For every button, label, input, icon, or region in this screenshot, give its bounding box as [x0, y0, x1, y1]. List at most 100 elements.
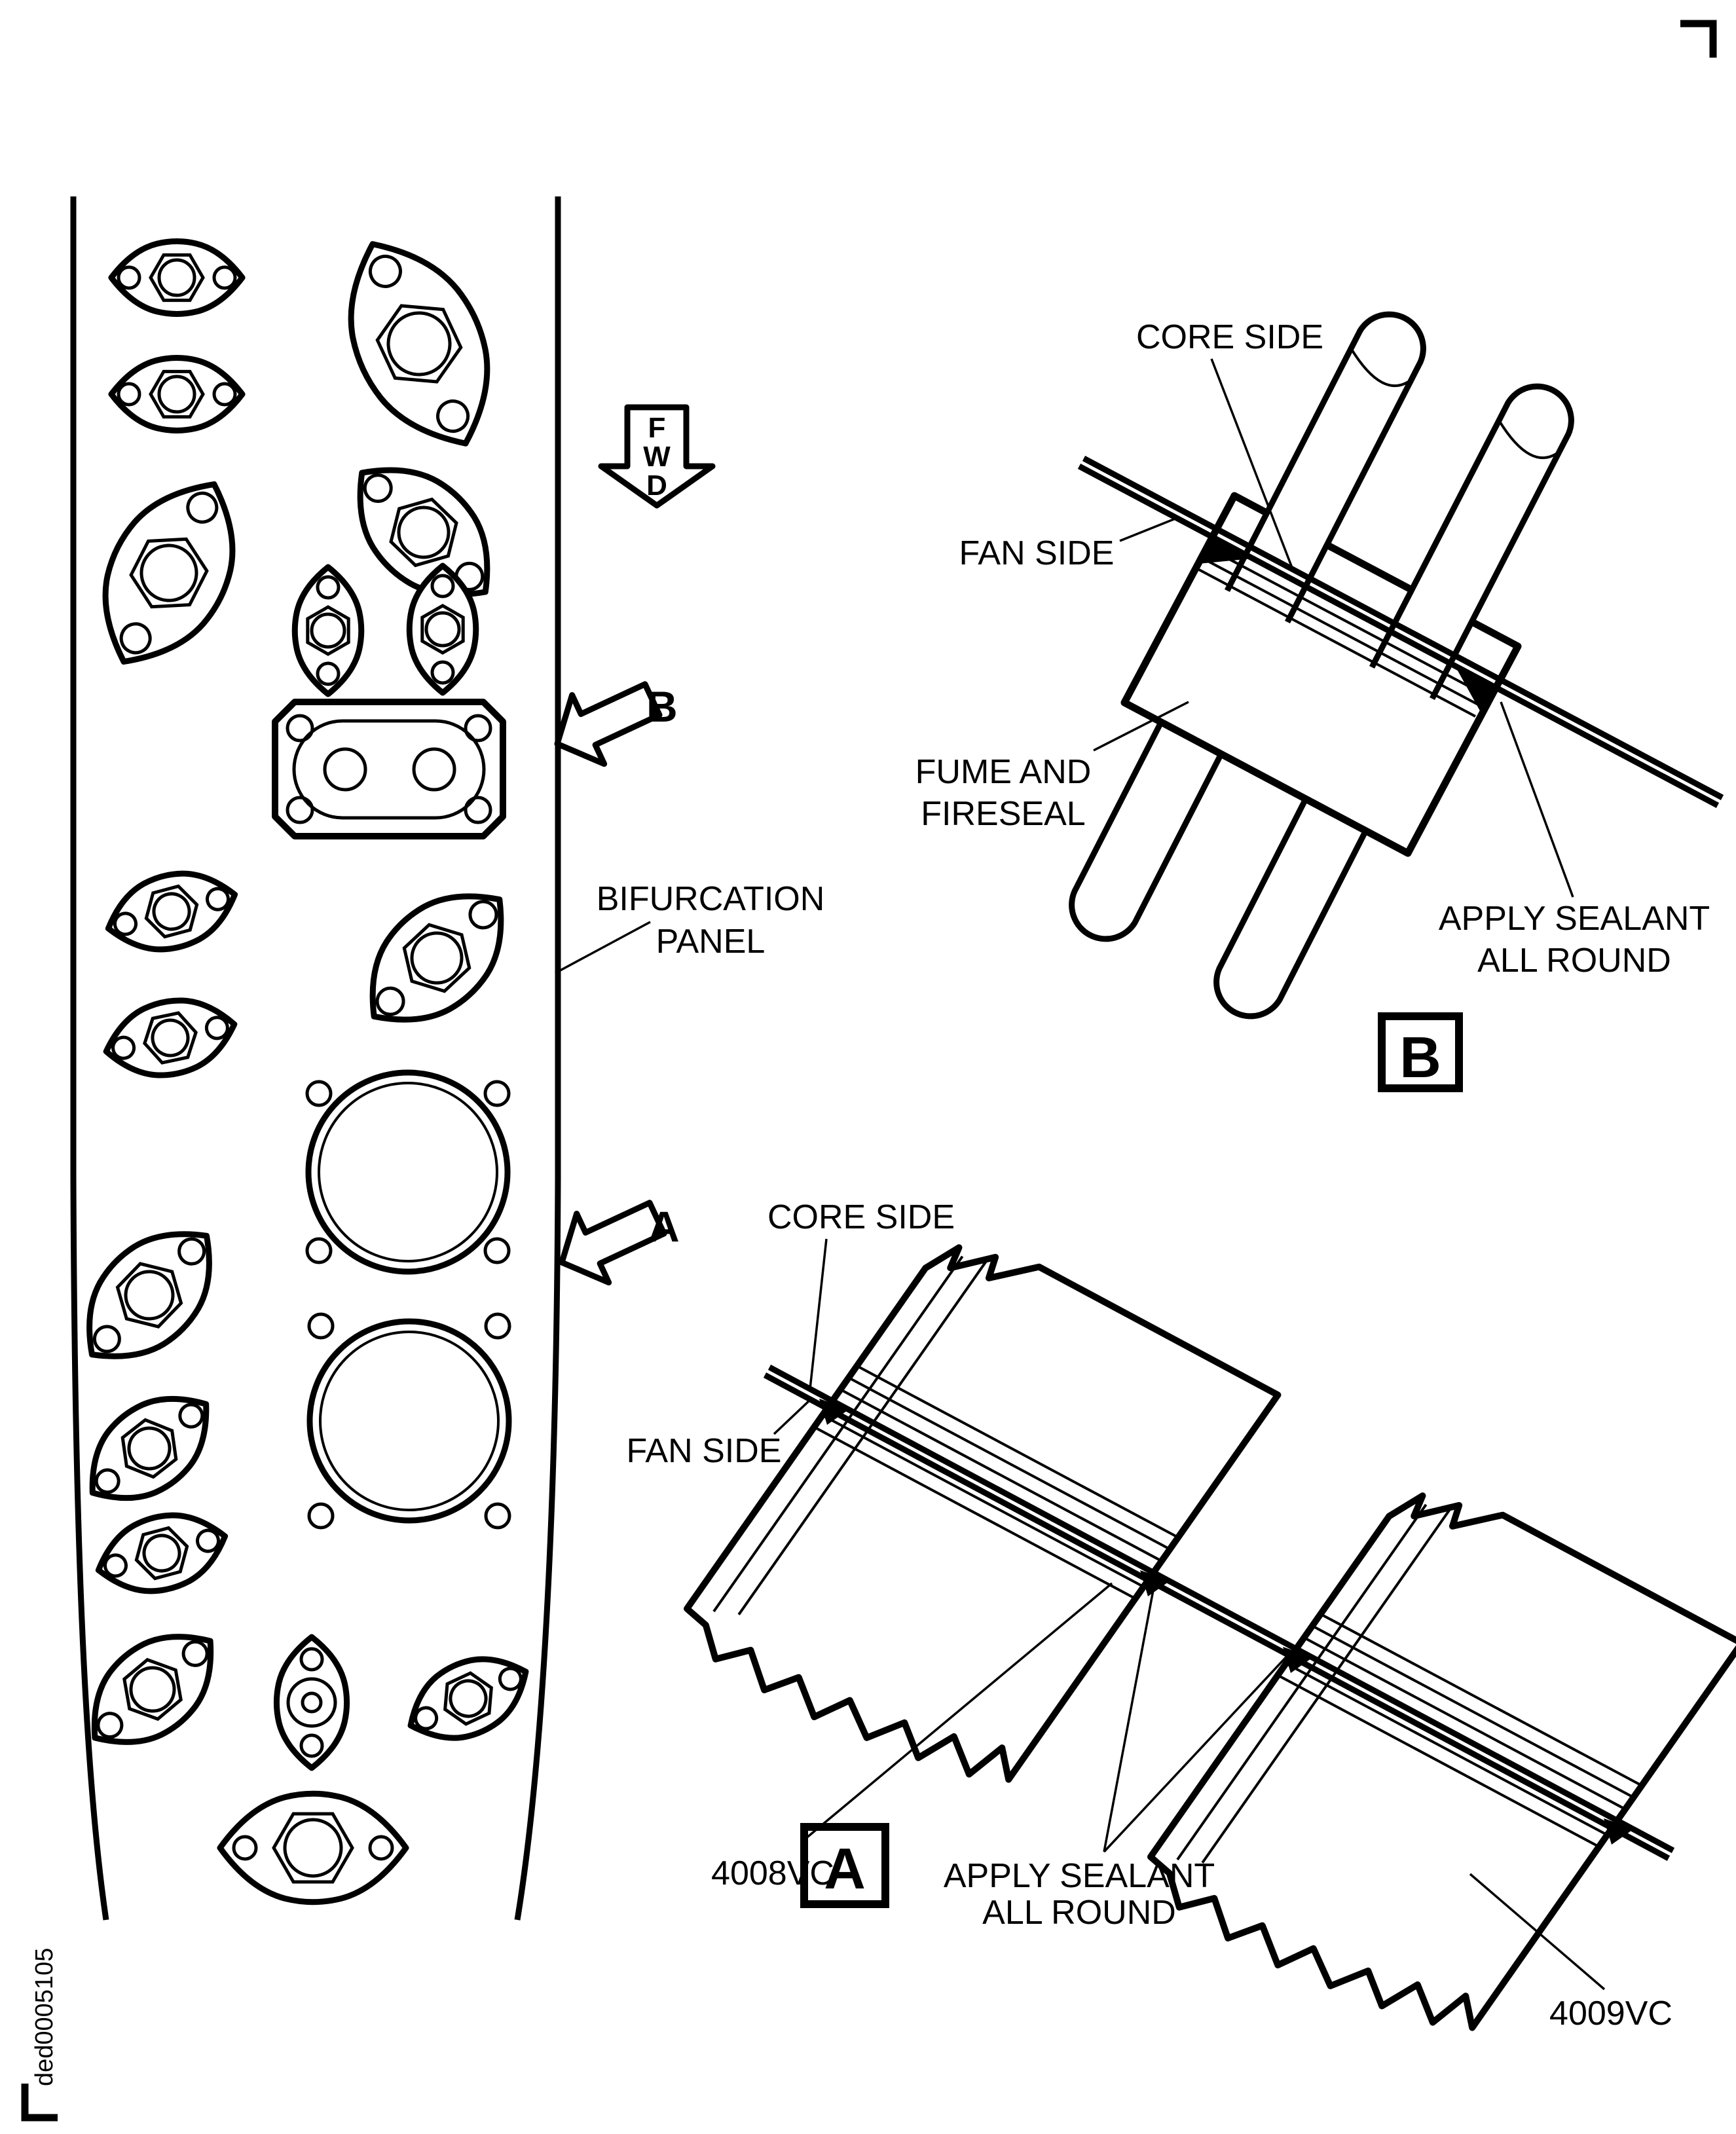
bolt-hole: [206, 887, 231, 911]
panel-fitting-hex: [348, 241, 490, 447]
bolt-hole: [414, 1706, 439, 1731]
tube-upper-1: [1224, 311, 1426, 624]
panel-section-line-core: [1082, 456, 1724, 800]
fume-fireseal-label-line1: FUME AND: [915, 753, 1092, 791]
bifurcation-panel: [70, 196, 561, 1921]
bolt-hole: [436, 399, 470, 433]
fitting-outline: [108, 355, 246, 433]
detail-b-title: B: [1399, 1025, 1441, 1090]
fwd-arrow-shape: [598, 404, 716, 509]
fitting-outline: [369, 893, 504, 1023]
tube-lower-2: [1213, 796, 1369, 1020]
panel-fitting-hex: [91, 1634, 214, 1745]
port-hole: [142, 1534, 181, 1573]
sealant-bead: [1604, 1818, 1634, 1845]
bolt-hole: [484, 1502, 511, 1530]
fume-fireseal-leader: [1093, 701, 1189, 752]
panel-fitting-hex: [291, 564, 365, 697]
tube-2-break-line: [1498, 419, 1561, 459]
panel-section-line-fan: [1077, 464, 1720, 808]
tube-upper-2: [1369, 383, 1574, 701]
view-arrow-b-letter: B: [646, 682, 678, 731]
bolt-hole: [299, 1733, 324, 1758]
port-hole: [397, 506, 451, 559]
panel-fitting-hex: [406, 562, 479, 696]
panel-fitting-hex: [108, 238, 246, 317]
fwd-letter-d: D: [646, 469, 667, 502]
tube-upper-2-fill: [1372, 386, 1572, 699]
hex-nut: [420, 604, 465, 655]
bolt-hole: [430, 574, 455, 598]
hex-nut: [443, 1671, 493, 1726]
panel-fitting-hex: [108, 355, 246, 433]
view-arrow-b: B: [554, 681, 678, 767]
bolt-hole: [363, 473, 393, 504]
sealant-bead: [1198, 537, 1253, 564]
view-arrow-b-shape: [554, 681, 663, 767]
hex-nut: [149, 253, 205, 303]
panel-port-cutout: [306, 1312, 512, 1530]
port-hole: [310, 612, 346, 649]
panel-fitting-hex: [86, 1231, 212, 1359]
bolt-hole: [484, 1312, 511, 1340]
port-hole: [157, 258, 196, 297]
hex-nut: [115, 1262, 183, 1329]
fitting-outline: [273, 1634, 350, 1771]
panel-left-edge: [70, 196, 109, 1921]
panel-fitting-hex: [217, 1790, 409, 1905]
fitting-outline: [406, 562, 479, 696]
detail-a: CORE SIDE FAN SIDE 4008VC APPLY SEALANT …: [627, 1188, 1736, 2085]
fitting-outline: [291, 564, 365, 697]
panel-fitting-hex: [407, 1656, 529, 1741]
port-hole: [127, 1426, 172, 1471]
fitting-outline: [102, 481, 236, 665]
fitting-outline: [103, 997, 238, 1078]
bolt-hole: [92, 1325, 121, 1353]
sealant-bead: [819, 1399, 849, 1425]
apply-sealant-label-line2: ALL ROUND: [982, 1894, 1176, 1932]
apply-sealant-label-line2: ALL ROUND: [1477, 942, 1671, 980]
duct-4009vc: [1136, 1436, 1736, 2085]
bolt-hole: [94, 1468, 120, 1494]
port-hole: [283, 1818, 343, 1878]
view-arrow-a-letter: A: [648, 1202, 680, 1251]
port-hole: [139, 543, 198, 602]
duct-4009vc-label: 4009VC: [1549, 1995, 1672, 2033]
bolt-hole: [178, 1403, 204, 1429]
port-hole: [152, 892, 191, 931]
detail-b: CORE SIDE FAN SIDE FUME AND FIRESEAL APP…: [915, 311, 1724, 1092]
apply-sealant-leader: [1500, 701, 1574, 898]
panel-right-edge: [514, 196, 561, 1921]
bolt-hole: [307, 1312, 335, 1340]
port-outer-ring: [306, 1318, 512, 1524]
bolt-hole: [305, 1080, 333, 1107]
bolt-hole: [181, 1640, 209, 1667]
panel-fitting-hex: [103, 997, 238, 1078]
apply-sealant-leader-2: [1103, 1650, 1293, 1853]
panel-label-leader: [555, 921, 651, 974]
bolt-hole: [368, 254, 402, 288]
bolt-hole: [468, 900, 498, 930]
panel-fitting-hex: [369, 893, 504, 1023]
port-inner-ring: [318, 1082, 498, 1262]
bolt-hole: [305, 1237, 333, 1264]
plate-outline: [272, 699, 506, 839]
fitting-outline: [105, 870, 238, 953]
port-inner-ring: [319, 1331, 500, 1511]
hex-nut: [272, 1812, 354, 1884]
fwd-letter-f: F: [648, 412, 666, 444]
port-hole: [129, 1666, 176, 1713]
detail-a-title-box: [800, 1823, 889, 1908]
hex-nut: [389, 497, 458, 568]
bolt-hole: [307, 1502, 335, 1530]
tube-upper-1-fill: [1227, 314, 1424, 622]
core-side-label: CORE SIDE: [1136, 318, 1323, 356]
bolt-hole: [113, 911, 138, 936]
crop-mark-bottom-left: [21, 2084, 58, 2122]
fwd-letter-w: W: [643, 441, 671, 473]
hex-nut: [306, 605, 350, 656]
apply-sealant-label-line1: APPLY SEALANT: [1439, 900, 1710, 938]
tube-1-break-line: [1350, 347, 1413, 387]
